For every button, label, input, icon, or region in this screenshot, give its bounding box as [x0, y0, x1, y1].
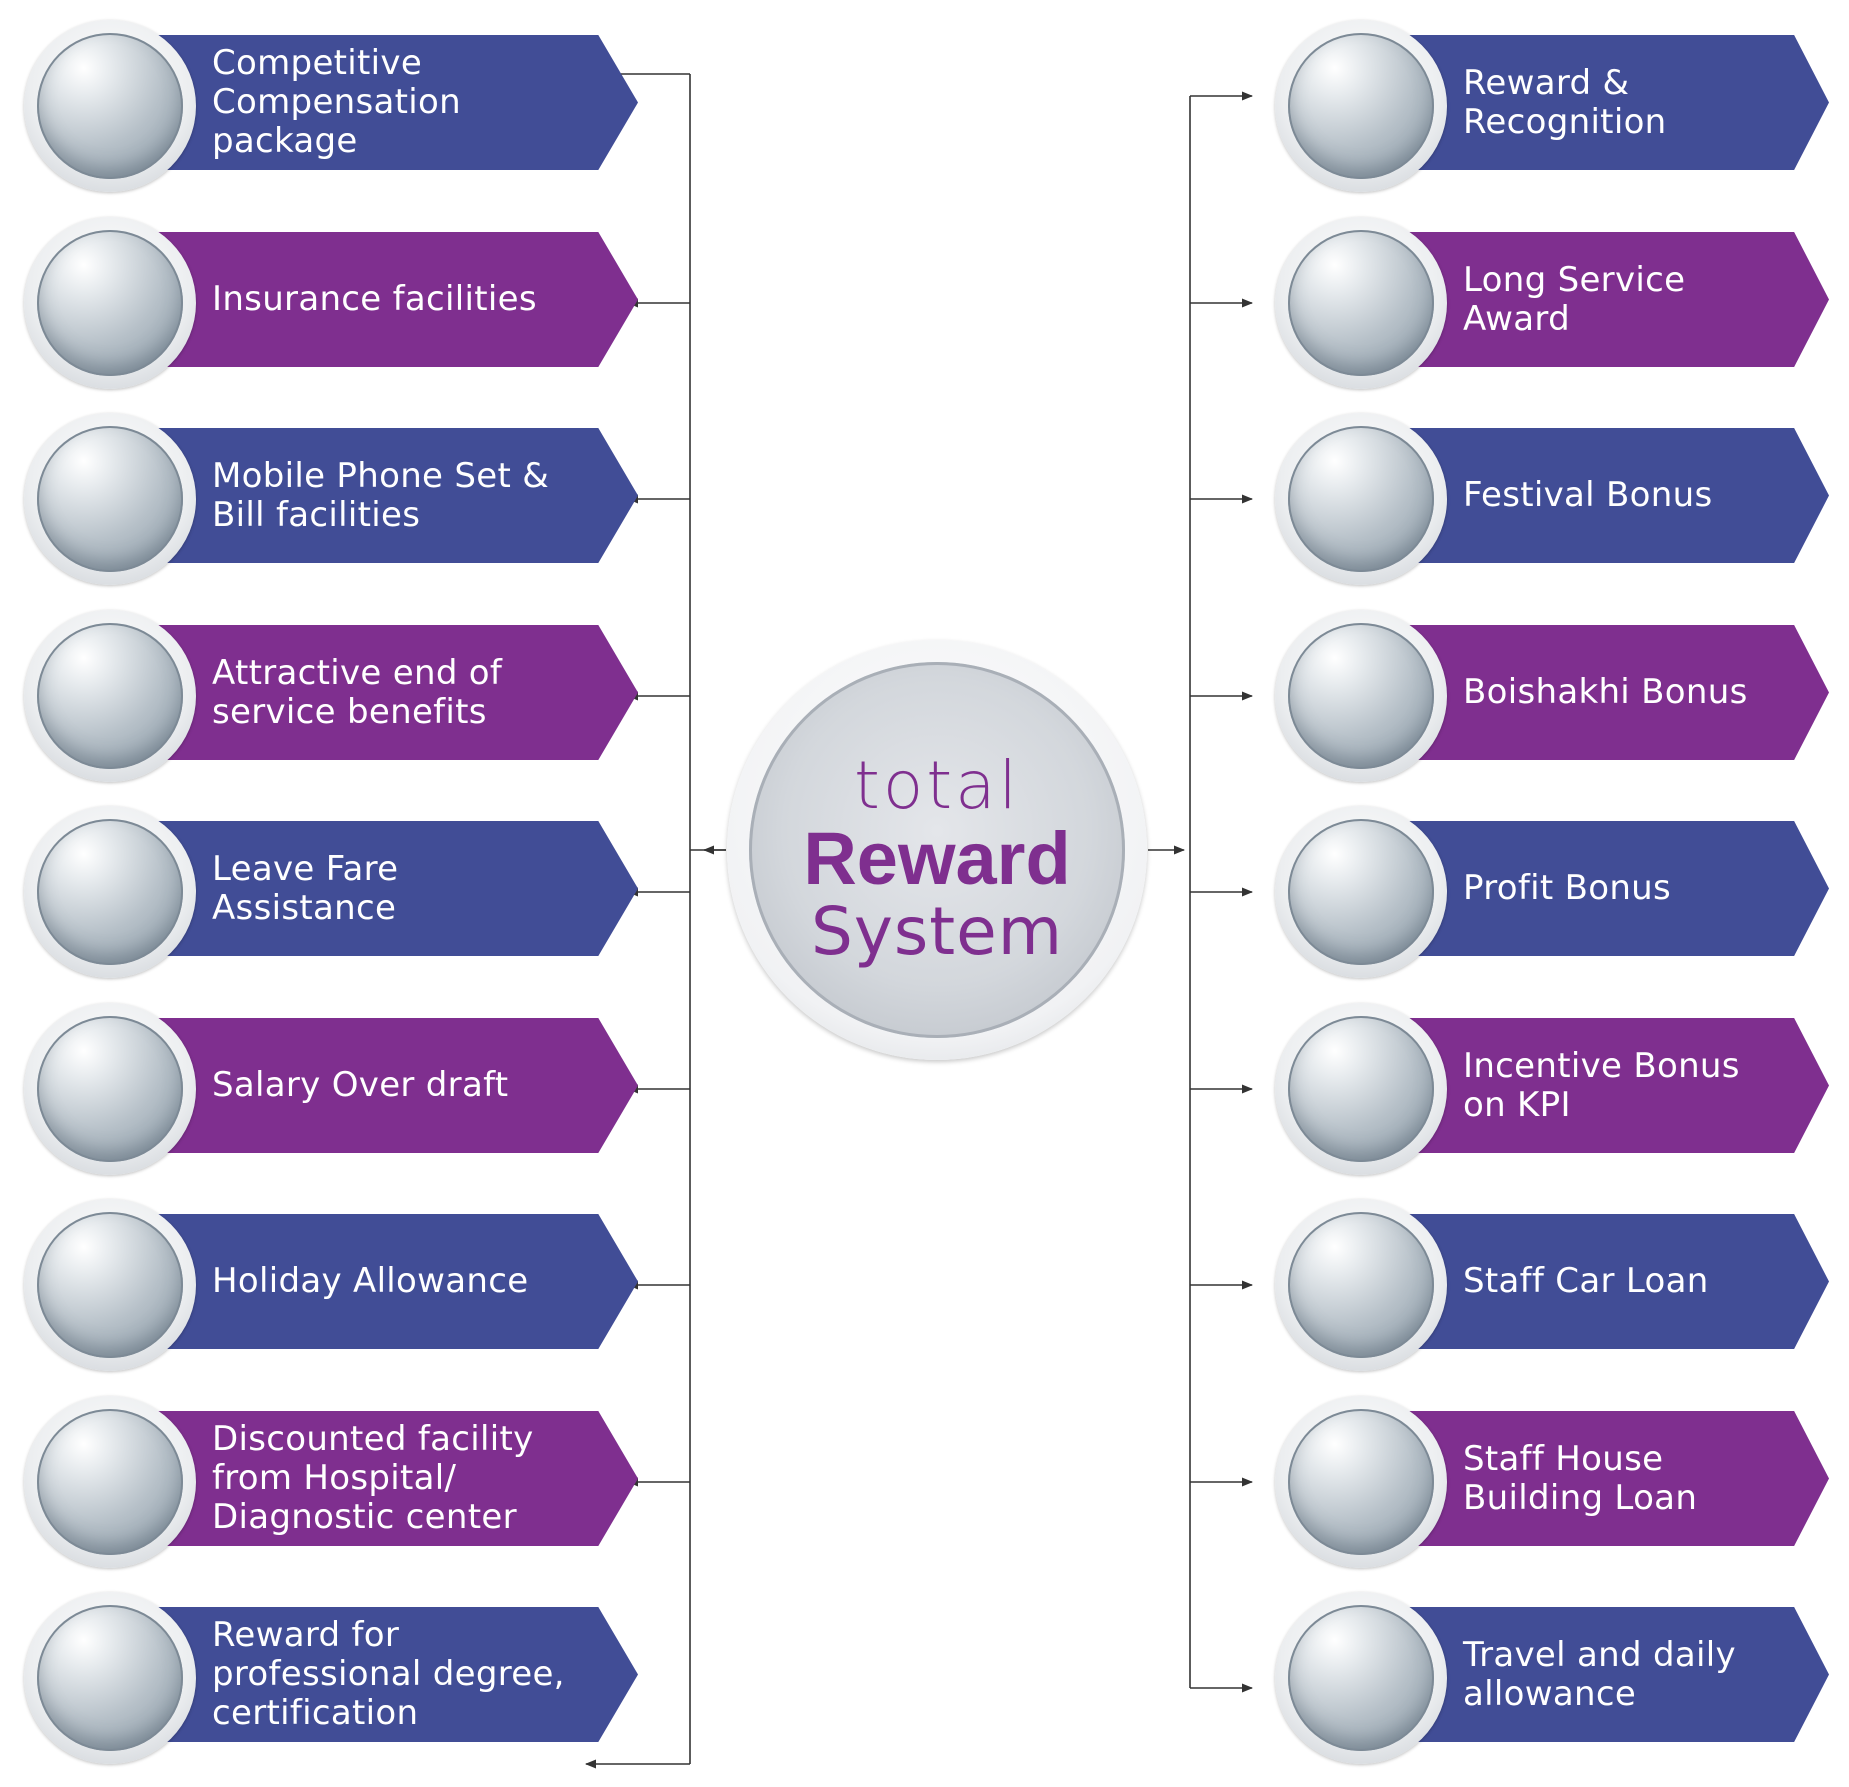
sphere-bullet-icon: [24, 1003, 196, 1175]
sphere-bullet-icon: [1275, 413, 1447, 585]
sphere-bullet-inner: [37, 426, 183, 572]
benefit-banner: Insurance facilities: [142, 232, 638, 367]
right-benefit-item: Profit Bonus: [1275, 806, 1835, 978]
sphere-bullet-icon: [1275, 610, 1447, 782]
benefit-label: Reward & Recognition: [1463, 62, 1667, 142]
sphere-bullet-icon: [24, 806, 196, 978]
benefit-label: Mobile Phone Set & Bill facilities: [212, 455, 550, 535]
benefit-banner: Holiday Allowance: [142, 1214, 638, 1349]
benefit-label: Festival Bonus: [1463, 475, 1713, 515]
right-benefit-item: Travel and daily allowance: [1275, 1592, 1835, 1764]
right-benefit-item: Boishakhi Bonus: [1275, 610, 1835, 782]
right-benefit-item: Festival Bonus: [1275, 413, 1835, 585]
sphere-bullet-icon: [24, 217, 196, 389]
sphere-bullet-inner: [1288, 1212, 1434, 1358]
right-benefit-item: Staff Car Loan: [1275, 1199, 1835, 1371]
sphere-bullet-icon: [24, 1396, 196, 1568]
sphere-bullet-icon: [1275, 1396, 1447, 1568]
benefit-label: Insurance facilities: [212, 279, 537, 319]
sphere-bullet-inner: [1288, 1409, 1434, 1555]
sphere-bullet-icon: [24, 20, 196, 192]
benefit-label: Staff Car Loan: [1463, 1261, 1709, 1301]
sphere-bullet-inner: [37, 1016, 183, 1162]
sphere-bullet-inner: [37, 33, 183, 179]
left-benefit-item: Reward for professional degree, certific…: [24, 1592, 644, 1764]
sphere-bullet-icon: [1275, 1003, 1447, 1175]
sphere-bullet-inner: [1288, 33, 1434, 179]
sphere-bullet-inner: [37, 1605, 183, 1751]
left-benefit-item: Leave Fare Assistance: [24, 806, 644, 978]
right-benefit-item: Incentive Bonus on KPI: [1275, 1003, 1835, 1175]
left-benefit-item: Salary Over draft: [24, 1003, 644, 1175]
left-benefit-item: Competitive Compensation package: [24, 20, 644, 192]
benefit-label: Attractive end of service benefits: [212, 652, 503, 732]
sphere-bullet-icon: [24, 1199, 196, 1371]
benefit-banner: Festival Bonus: [1393, 428, 1829, 563]
right-benefit-item: Reward & Recognition: [1275, 20, 1835, 192]
sphere-bullet-inner: [37, 1409, 183, 1555]
benefit-banner: Staff House Building Loan: [1393, 1411, 1829, 1546]
sphere-bullet-inner: [1288, 1605, 1434, 1751]
sphere-bullet-icon: [1275, 806, 1447, 978]
benefit-label: Boishakhi Bonus: [1463, 672, 1748, 712]
sphere-bullet-inner: [37, 819, 183, 965]
hub-title: total Reward System: [749, 750, 1125, 968]
hub-inner-sphere: total Reward System: [749, 662, 1125, 1038]
left-benefit-item: Insurance facilities: [24, 217, 644, 389]
benefit-label: Competitive Compensation package: [212, 43, 461, 161]
hub-title-line-3: System: [810, 893, 1064, 970]
benefit-label: Profit Bonus: [1463, 868, 1672, 908]
benefit-banner: Competitive Compensation package: [142, 35, 638, 170]
benefit-banner: Staff Car Loan: [1393, 1214, 1829, 1349]
right-benefit-item: Staff House Building Loan: [1275, 1396, 1835, 1568]
benefit-banner: Attractive end of service benefits: [142, 625, 638, 760]
sphere-bullet-icon: [1275, 1592, 1447, 1764]
benefit-banner: Mobile Phone Set & Bill facilities: [142, 428, 638, 563]
benefit-banner: Reward for professional degree, certific…: [142, 1607, 638, 1742]
benefit-banner: Leave Fare Assistance: [142, 821, 638, 956]
benefit-label: Discounted facility from Hospital/ Diagn…: [212, 1419, 534, 1537]
benefit-label: Salary Over draft: [212, 1065, 509, 1105]
benefit-banner: Profit Bonus: [1393, 821, 1829, 956]
sphere-bullet-icon: [24, 413, 196, 585]
benefit-banner: Incentive Bonus on KPI: [1393, 1018, 1829, 1153]
sphere-bullet-icon: [1275, 1199, 1447, 1371]
benefit-label: Travel and daily allowance: [1463, 1634, 1736, 1714]
sphere-bullet-inner: [37, 230, 183, 376]
sphere-bullet-icon: [1275, 217, 1447, 389]
right-benefit-item: Long Service Award: [1275, 217, 1835, 389]
benefit-label: Incentive Bonus on KPI: [1463, 1045, 1740, 1125]
benefit-label: Reward for professional degree, certific…: [212, 1615, 565, 1733]
sphere-bullet-inner: [1288, 230, 1434, 376]
left-benefit-item: Holiday Allowance: [24, 1199, 644, 1371]
left-benefit-item: Mobile Phone Set & Bill facilities: [24, 413, 644, 585]
sphere-bullet-inner: [1288, 1016, 1434, 1162]
benefit-banner: Reward & Recognition: [1393, 35, 1829, 170]
sphere-bullet-icon: [24, 1592, 196, 1764]
benefit-label: Long Service Award: [1463, 259, 1686, 339]
sphere-bullet-inner: [37, 1212, 183, 1358]
sphere-bullet-icon: [1275, 20, 1447, 192]
benefit-label: Staff House Building Loan: [1463, 1438, 1698, 1518]
benefit-banner: Discounted facility from Hospital/ Diagn…: [142, 1411, 638, 1546]
sphere-bullet-inner: [1288, 623, 1434, 769]
sphere-bullet-inner: [1288, 819, 1434, 965]
benefit-banner: Salary Over draft: [142, 1018, 638, 1153]
sphere-bullet-inner: [1288, 426, 1434, 572]
benefit-banner: Long Service Award: [1393, 232, 1829, 367]
benefit-banner: Travel and daily allowance: [1393, 1607, 1829, 1742]
benefit-label: Holiday Allowance: [212, 1261, 529, 1301]
benefit-label: Leave Fare Assistance: [212, 848, 399, 928]
hub-title-line-2: Reward: [803, 817, 1071, 900]
sphere-bullet-icon: [24, 610, 196, 782]
left-benefit-item: Discounted facility from Hospital/ Diagn…: [24, 1396, 644, 1568]
left-benefit-item: Attractive end of service benefits: [24, 610, 644, 782]
sphere-bullet-inner: [37, 623, 183, 769]
benefit-banner: Boishakhi Bonus: [1393, 625, 1829, 760]
hub-title-line-1: total: [854, 747, 1020, 824]
total-reward-system-hub: total Reward System: [727, 640, 1147, 1060]
